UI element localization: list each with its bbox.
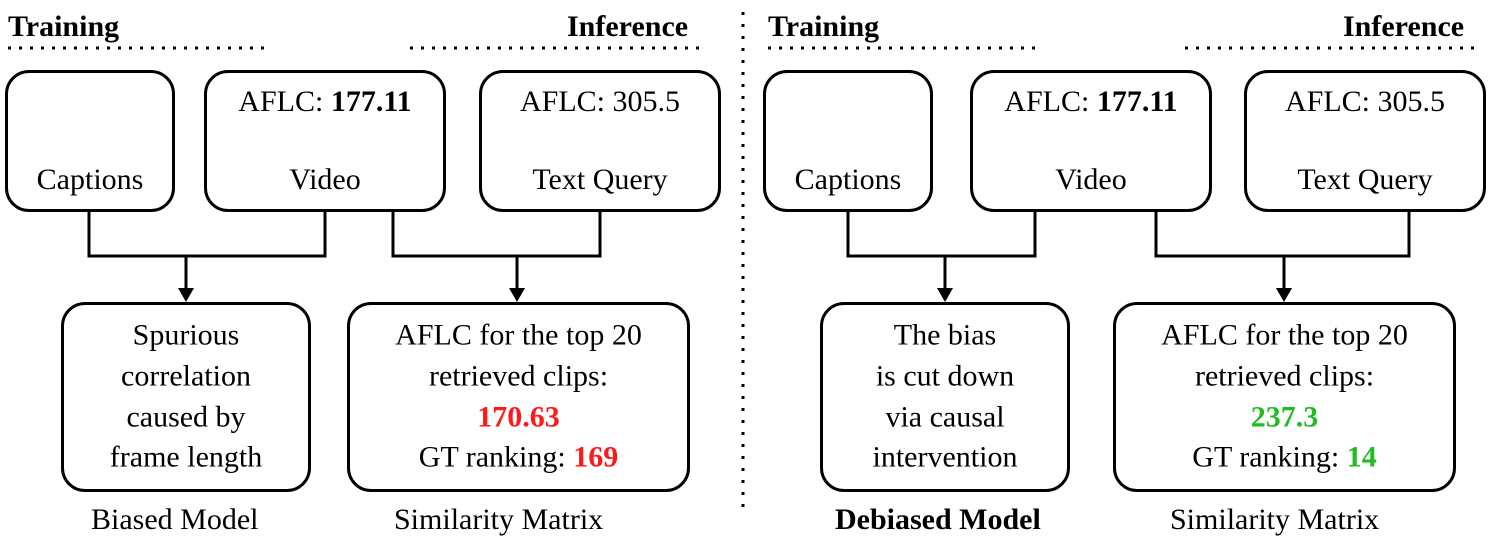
similarity-matrix-caption-right: Similarity Matrix	[1170, 503, 1380, 536]
text-query-label: Text Query	[532, 163, 668, 196]
video-box-left: AFLC: 177.11 Video	[204, 70, 446, 212]
captions-box-left: Captions	[5, 70, 175, 212]
aflc-top20-value-left: 170.63	[477, 400, 560, 433]
captions-box-right: Captions	[763, 70, 933, 212]
gt-ranking-value-right: 14	[1346, 440, 1377, 474]
training-header-left: Training	[8, 10, 120, 43]
text-query-box-right: AFLC: 305.5 Text Query	[1244, 70, 1486, 212]
aflc-top20-value-right: 237.3	[1250, 400, 1319, 433]
video-label: Video	[289, 163, 361, 196]
video-aflc: AFLC: 177.11	[238, 85, 412, 118]
gt-ranking-value-left: 169	[573, 440, 619, 474]
inference-header-left: Inference	[567, 10, 689, 43]
arrowhead-icon	[178, 288, 194, 302]
arrowhead-icon	[509, 288, 525, 302]
train-join-right	[846, 212, 1037, 258]
debiased-model-caption: Debiased Model	[835, 503, 1041, 536]
infer-join-left	[391, 212, 602, 258]
captions-label: Captions	[794, 163, 902, 196]
text-query-label: Text Query	[1297, 163, 1433, 196]
video-label: Video	[1055, 163, 1127, 196]
similarity-matrix-text-right: AFLC for the top 20 retrieved clips: 237…	[1116, 315, 1453, 478]
similarity-matrix-text-left: AFLC for the top 20 retrieved clips: 170…	[350, 315, 687, 478]
text-query-box-left: AFLC: 305.5 Text Query	[479, 70, 721, 212]
similarity-matrix-caption-left: Similarity Matrix	[394, 503, 604, 536]
similarity-matrix-box-right: AFLC for the top 20 retrieved clips: 237…	[1113, 302, 1456, 492]
training-header-right: Training	[768, 10, 880, 43]
similarity-matrix-box-left: AFLC for the top 20 retrieved clips: 170…	[347, 302, 690, 492]
video-box-right: AFLC: 177.11 Video	[970, 70, 1212, 212]
arrowhead-icon	[937, 288, 953, 302]
debiased-model-text: The bias is cut down via causal interven…	[872, 318, 1018, 474]
inference-header-right: Inference	[1343, 10, 1465, 43]
captions-label: Captions	[36, 163, 144, 196]
video-aflc: AFLC: 177.11	[1004, 85, 1178, 118]
debiased-model-box: The bias is cut down via causal interven…	[820, 302, 1070, 492]
text-query-aflc: AFLC: 305.5	[1284, 85, 1446, 118]
biased-model-caption: Biased Model	[91, 503, 259, 536]
infer-join-right	[1154, 212, 1411, 258]
text-query-aflc: AFLC: 305.5	[519, 85, 681, 118]
biased-model-text: Spurious correlation caused by frame len…	[109, 318, 263, 474]
arrowhead-icon	[1276, 288, 1292, 302]
biased-model-box: Spurious correlation caused by frame len…	[61, 302, 311, 492]
train-join-left	[87, 212, 327, 258]
